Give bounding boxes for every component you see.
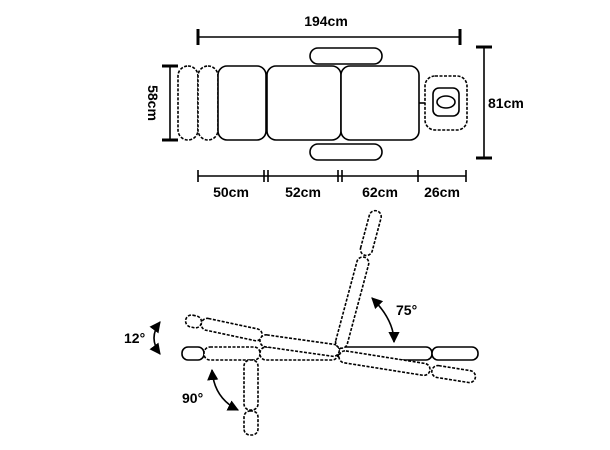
arms-width-label: 81cm <box>488 95 524 111</box>
armrest-top <box>309 47 383 65</box>
lowered-back-section <box>338 350 431 377</box>
width-label: 58cm <box>145 85 161 121</box>
leg-drop-angle-arrow <box>207 368 240 411</box>
tilted-seat-section <box>259 334 341 358</box>
seat-section <box>266 65 342 141</box>
side-view: 12° 90° 75° <box>124 209 479 436</box>
face-hole <box>436 95 456 109</box>
leg-drop-angle-label: 90° <box>182 390 203 406</box>
raised-foot-pad <box>184 314 203 329</box>
leg-angle-arrow <box>149 321 161 355</box>
leg-section <box>217 65 267 141</box>
segment-label-back: 62cm <box>362 184 398 200</box>
flat-head-rest <box>431 346 479 361</box>
length-label: 194cm <box>304 13 348 29</box>
back-section <box>340 65 420 141</box>
flat-leg-section <box>203 346 261 361</box>
raised-back-section <box>334 256 370 350</box>
flat-foot-pad <box>181 346 205 361</box>
armrest-bottom <box>309 143 383 161</box>
lowered-head-rest <box>431 364 477 384</box>
top-view: 194cm 58cm 81cm 50cm 52cm <box>145 13 524 200</box>
foot-pad-outer <box>177 65 199 141</box>
segment-label-seat: 52cm <box>285 184 321 200</box>
raised-head-rest <box>359 209 382 257</box>
foot-pad-inner <box>197 65 219 141</box>
leg-angle-label: 12° <box>124 330 145 346</box>
back-angle-arrow <box>371 297 400 344</box>
segment-label-leg: 50cm <box>213 184 249 200</box>
raised-leg-section <box>200 317 263 342</box>
dropped-leg-section <box>243 359 259 411</box>
segment-label-head: 26cm <box>424 184 460 200</box>
back-angle-label: 75° <box>396 302 417 318</box>
dropped-foot-pad <box>243 410 259 436</box>
